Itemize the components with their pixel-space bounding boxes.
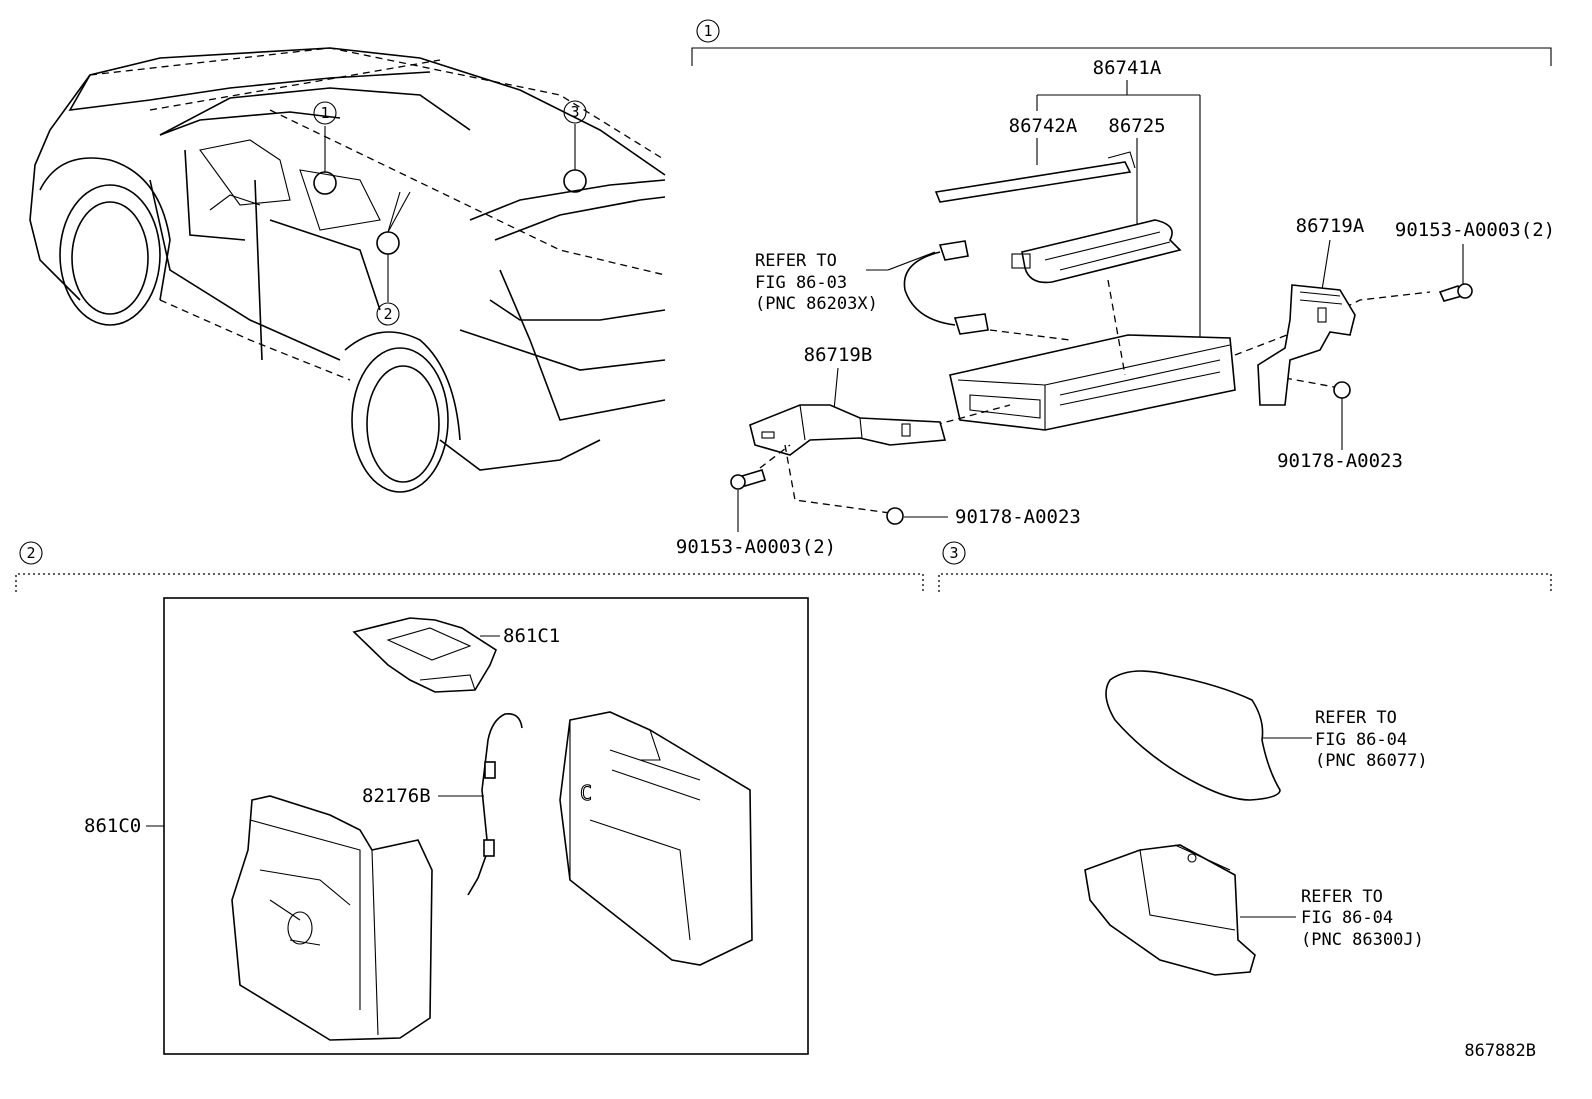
refer-note-2: REFER TO FIG 86-04 (PNC 86077) — [1315, 708, 1428, 771]
nut-bottom-part — [886, 507, 904, 525]
section-3-number: 3 — [949, 544, 958, 562]
part-label-86719B: 86719B — [804, 344, 873, 366]
wire-82176B — [467, 712, 523, 896]
housing-left-part — [231, 795, 433, 1041]
antenna-base-part — [1084, 844, 1256, 976]
refer-1-line1: REFER TO — [755, 251, 837, 271]
callout-3-label: 3 — [570, 103, 579, 121]
section-2-number: 2 — [26, 544, 35, 562]
refer-2-line3: (PNC 86077) — [1315, 751, 1428, 771]
callout-1-label: 1 — [320, 104, 329, 122]
section-1-number: 1 — [703, 22, 712, 40]
callout-1: 1 — [313, 101, 337, 125]
refer-note-3: REFER TO FIG 86-04 (PNC 86300J) — [1301, 887, 1424, 950]
part-label-86719A: 86719A — [1296, 215, 1365, 237]
part-label-90153-top: 90153-A0003(2) — [1395, 219, 1555, 241]
nut-right-part — [1333, 381, 1351, 399]
part-label-82176B: 82176B — [362, 785, 431, 807]
module-part — [1021, 219, 1182, 284]
part-label-90153-bottom: 90153-A0003(2) — [676, 536, 836, 558]
housing-right-part — [559, 711, 753, 966]
refer-1-line3: (PNC 86203X) — [755, 294, 878, 314]
refer-2-line2: FIG 86-04 — [1315, 730, 1407, 750]
housing-mark: C — [580, 781, 592, 805]
part-label-90178-right: 90178-A0023 — [1277, 450, 1403, 472]
callout-2-label: 2 — [383, 305, 392, 323]
refer-3-line3: (PNC 86300J) — [1301, 930, 1424, 950]
part-label-861C1: 861C1 — [503, 625, 560, 647]
bracket-86719A-part — [1257, 284, 1356, 406]
refer-1-line2: FIG 86-03 — [755, 273, 847, 293]
callout-3: 3 — [563, 100, 587, 124]
section-2: 2 861C0 861C1 82176B C — [15, 541, 924, 1055]
antenna-cover-part — [1105, 670, 1281, 801]
callout-2: 2 — [376, 302, 400, 326]
refer-3-line1: REFER TO — [1301, 887, 1383, 907]
part-label-86725: 86725 — [1108, 115, 1165, 137]
cover-strip-part — [934, 161, 1132, 203]
part-label-86742A: 86742A — [1009, 115, 1078, 137]
main-unit-part — [949, 334, 1236, 431]
diagram-id: 867882B — [1464, 1041, 1536, 1061]
bracket-86719B-part — [749, 404, 947, 456]
refer-2-line1: REFER TO — [1315, 708, 1397, 728]
section-1: 1 86741A 86742A 86725 86719A — [676, 19, 1555, 558]
refer-3-line2: FIG 86-04 — [1301, 908, 1393, 928]
part-label-861C0: 861C0 — [84, 815, 141, 837]
part-861C1-shape — [352, 617, 497, 693]
part-label-90178-bottom: 90178-A0023 — [955, 506, 1081, 528]
vehicle-overview — [29, 47, 666, 493]
section-3: 3 REFER TO FIG 86-04 (PNC 86077) REFER T… — [938, 541, 1552, 976]
connector-part — [938, 240, 969, 261]
part-label-86741A: 86741A — [1093, 57, 1162, 79]
refer-note-1: REFER TO FIG 86-03 (PNC 86203X) — [755, 251, 878, 314]
